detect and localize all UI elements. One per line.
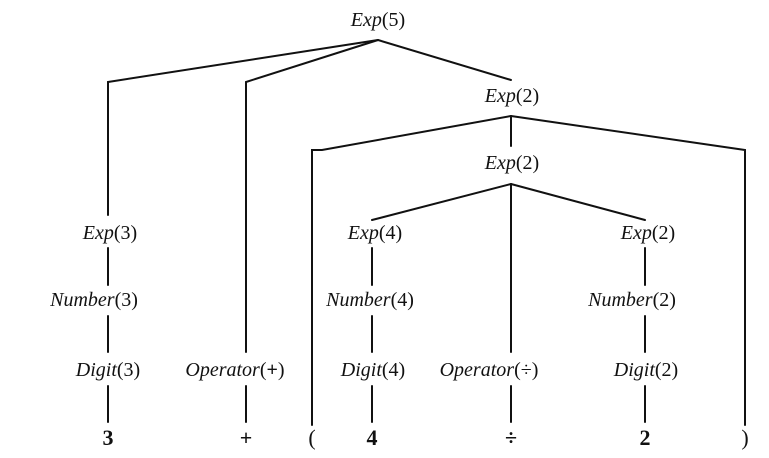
- node-exp-inner: Exp(2): [485, 153, 539, 173]
- node-arg: (2): [515, 152, 540, 174]
- node-name: Exp: [484, 152, 516, 174]
- node-number-4: Number(4): [326, 290, 414, 310]
- node-name: Exp: [82, 222, 114, 244]
- node-name: Operator: [439, 359, 515, 381]
- edge-exp2-rparen: [510, 115, 746, 426]
- node-arg: (2): [654, 359, 679, 381]
- leaf-two: 2: [639, 425, 651, 450]
- edge-root-operator-plus: [245, 39, 379, 353]
- node-number-3: Number(3): [50, 290, 138, 310]
- node-operator-divide: Operator(÷): [440, 360, 539, 380]
- node-exp-3: Exp(3): [83, 223, 137, 243]
- leaf-right-paren: ): [741, 425, 749, 450]
- leaf-plus: +: [239, 425, 253, 450]
- node-arg: (2): [651, 222, 676, 244]
- node-arg: (4): [390, 289, 414, 311]
- node-open: (: [514, 359, 521, 381]
- node-operator-plus: Operator(+): [185, 360, 284, 380]
- node-arg: (3): [114, 289, 138, 311]
- node-arg: (4): [381, 359, 406, 381]
- node-number-2: Number(2): [588, 290, 676, 310]
- node-digit-3: Digit(3): [76, 360, 140, 380]
- edge-root-exp3: [107, 39, 379, 216]
- edge-root-exp2: [377, 39, 512, 81]
- node-name: Exp: [350, 9, 382, 31]
- node-arg: (3): [116, 359, 141, 381]
- node-exp-right: Exp(2): [485, 86, 539, 106]
- node-symbol: +: [266, 359, 278, 381]
- node-digit-2: Digit(2): [614, 360, 678, 380]
- node-name: Operator: [185, 359, 260, 381]
- node-arg: (2): [515, 85, 540, 107]
- node-arg: (3): [113, 222, 138, 244]
- node-name: Exp: [620, 222, 652, 244]
- leaf-left-paren: (: [308, 425, 316, 450]
- node-name: Number: [326, 289, 391, 311]
- leaf-three: 3: [102, 425, 114, 450]
- node-name: Digit: [613, 359, 655, 381]
- node-exp-2: Exp(2): [621, 223, 675, 243]
- leaf-divide: ÷: [504, 425, 518, 450]
- node-exp-root: Exp(5): [351, 10, 405, 30]
- node-arg: (5): [381, 9, 406, 31]
- edge-exp2-lparen: [311, 115, 512, 426]
- node-name: Exp: [484, 85, 516, 107]
- node-name: Number: [588, 289, 653, 311]
- edge-inner-exp2: [510, 183, 646, 221]
- node-digit-4: Digit(4): [341, 360, 405, 380]
- node-name: Number: [50, 289, 115, 311]
- node-arg: (4): [378, 222, 403, 244]
- node-name: Digit: [340, 359, 382, 381]
- leaf-four: 4: [366, 425, 378, 450]
- node-name: Digit: [75, 359, 117, 381]
- node-open: (: [259, 359, 267, 381]
- node-name: Exp: [347, 222, 379, 244]
- node-arg: (2): [652, 289, 676, 311]
- node-exp-4: Exp(4): [348, 223, 402, 243]
- node-symbol: ÷: [520, 359, 532, 381]
- node-close: ): [531, 359, 539, 381]
- node-close: ): [277, 359, 285, 381]
- edge-inner-exp4: [371, 183, 512, 221]
